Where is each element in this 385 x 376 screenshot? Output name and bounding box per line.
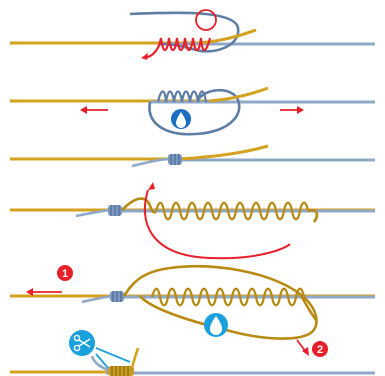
red-arrowhead <box>148 182 155 190</box>
pull-left-arrow <box>26 288 62 296</box>
blue-tag-end <box>131 157 169 168</box>
step-2-marker: 2 <box>312 341 328 357</box>
finished-knot <box>108 366 134 376</box>
water-drop-icon <box>204 313 228 337</box>
yellow-coil <box>150 287 306 307</box>
blue-coil <box>156 90 208 103</box>
highlight-circle <box>195 9 217 31</box>
blue-tag-end <box>90 355 109 372</box>
blue-tag-end <box>81 294 113 304</box>
yellow-tag-end <box>179 144 269 161</box>
cut-line-right <box>95 347 131 363</box>
knot-wraps <box>168 154 182 165</box>
knot-wraps <box>108 205 122 216</box>
step-6-trim-ends <box>10 330 375 376</box>
red-arrowhead <box>141 53 148 60</box>
scissors-icon <box>69 330 95 356</box>
pull-right-arrow <box>280 106 304 114</box>
step-1-wrap-turns <box>10 9 375 60</box>
cut-line-left <box>95 353 109 369</box>
step-5-pull-tight: 1 2 <box>10 265 375 357</box>
pull-left-arrow <box>80 106 108 114</box>
red-wraps <box>144 37 212 60</box>
step-3-tightened <box>10 144 375 168</box>
water-drop-icon <box>171 109 191 129</box>
step-1-marker: 1 <box>57 265 73 281</box>
step-4-second-wraps <box>10 182 375 260</box>
yellow-tag-end <box>209 86 269 103</box>
knot-wraps <box>110 291 124 302</box>
yellow-loop-tail <box>298 293 318 321</box>
yellow-loop-end <box>307 208 319 223</box>
yellow-tag-end <box>199 28 257 45</box>
yellow-tag-end <box>130 347 140 369</box>
step-1-marker-text: 1 <box>62 268 68 280</box>
blue-tag-end <box>75 208 111 218</box>
red-loop <box>143 189 291 260</box>
step-2-marker-text: 2 <box>317 344 323 356</box>
blue-loop <box>148 88 241 136</box>
step-2-thread-through <box>10 86 375 136</box>
yellow-coil <box>154 201 310 221</box>
pull-down-right-arrow <box>296 339 309 356</box>
